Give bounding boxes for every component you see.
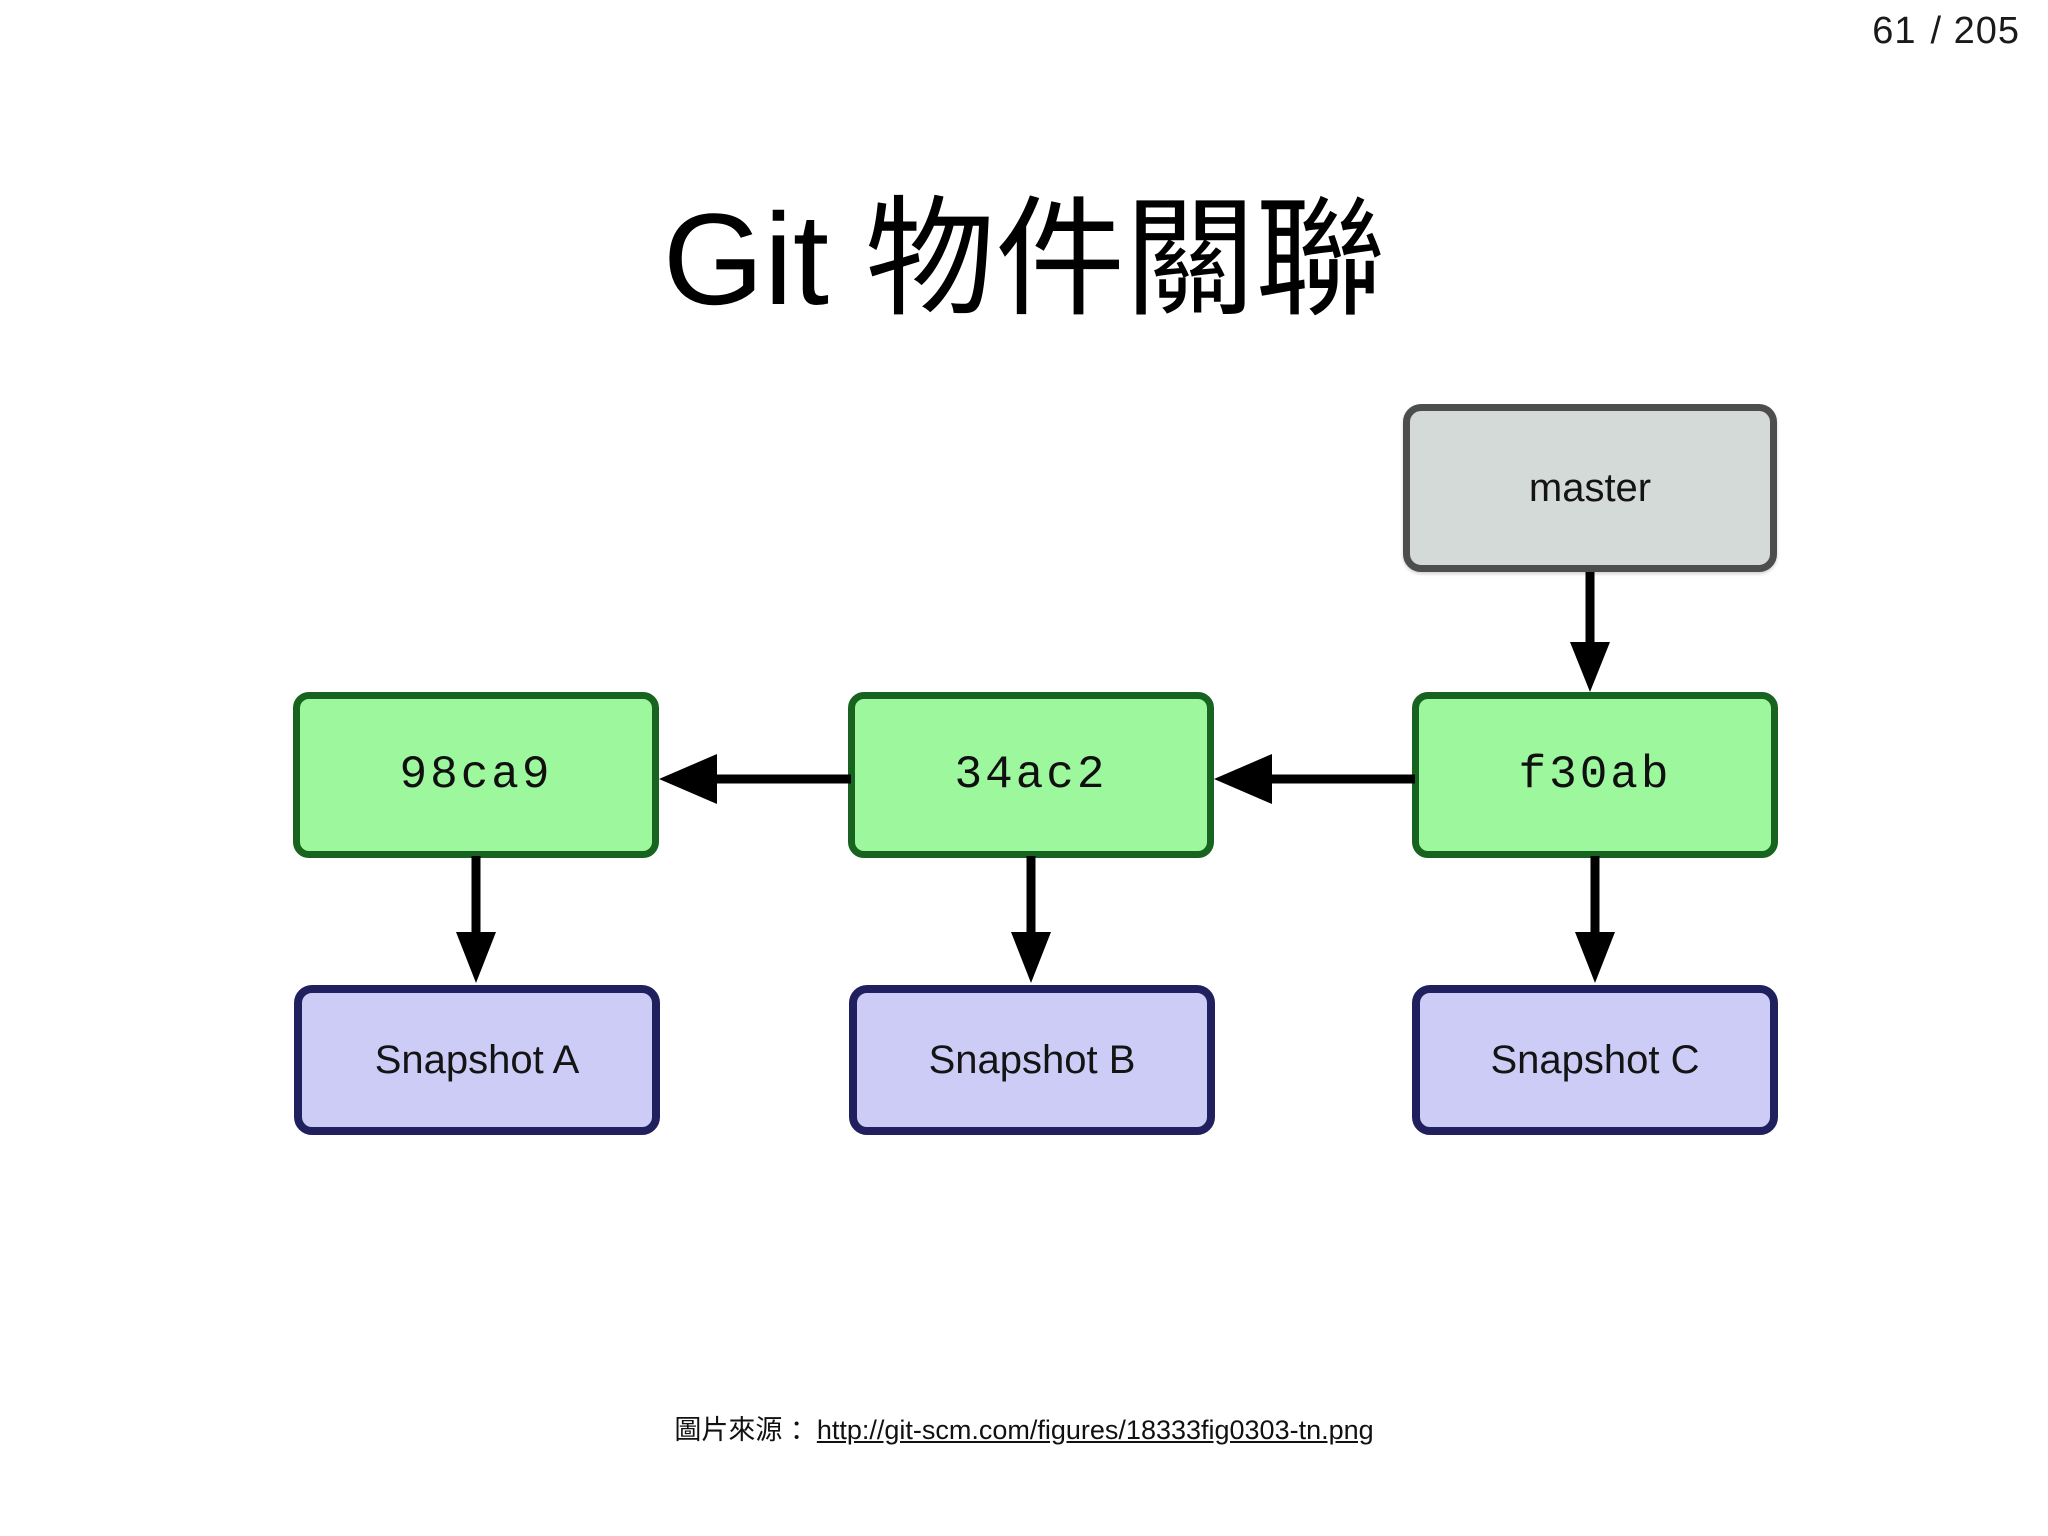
node-snapshot-a-label: Snapshot A [374,1038,580,1082]
node-commit-34ac2-label: 34ac2 [954,749,1108,801]
node-snapshot-c: Snapshot C [1412,985,1778,1135]
arrow-master-to-f30ab [1566,572,1614,694]
arrow-34ac2-to-snapshot-b [1007,856,1055,984]
node-snapshot-c-label: Snapshot C [1490,1038,1700,1082]
image-credit-prefix: 圖片來源 ： [674,1415,817,1445]
arrow-98ca9-to-snapshot-a [452,856,500,984]
arrow-34ac2-to-98ca9 [659,754,851,804]
node-master-label: master [1528,466,1652,510]
page-total: / 205 [1930,10,2020,52]
node-commit-98ca9: 98ca9 [293,692,659,858]
arrow-f30ab-to-34ac2 [1214,754,1415,804]
node-snapshot-b-label: Snapshot B [928,1038,1136,1082]
node-commit-98ca9-label: 98ca9 [399,749,553,801]
page-current: 61 [1872,10,1917,52]
node-master: master [1403,404,1777,572]
node-snapshot-b: Snapshot B [849,985,1215,1135]
image-credit: 圖片來源 ：http://git-scm.com/figures/18333fi… [0,1408,2048,1447]
page-title: Git 物件關聯 [662,186,1386,333]
image-credit-link[interactable]: http://git-scm.com/figures/18333fig0303-… [816,1415,1374,1445]
node-commit-34ac2: 34ac2 [848,692,1214,858]
node-commit-f30ab-label: f30ab [1518,749,1672,801]
page-counter: 61 / 205 [1872,10,2020,53]
arrow-f30ab-to-snapshot-c [1571,856,1619,984]
node-snapshot-a: Snapshot A [294,985,660,1135]
node-commit-f30ab: f30ab [1412,692,1778,858]
